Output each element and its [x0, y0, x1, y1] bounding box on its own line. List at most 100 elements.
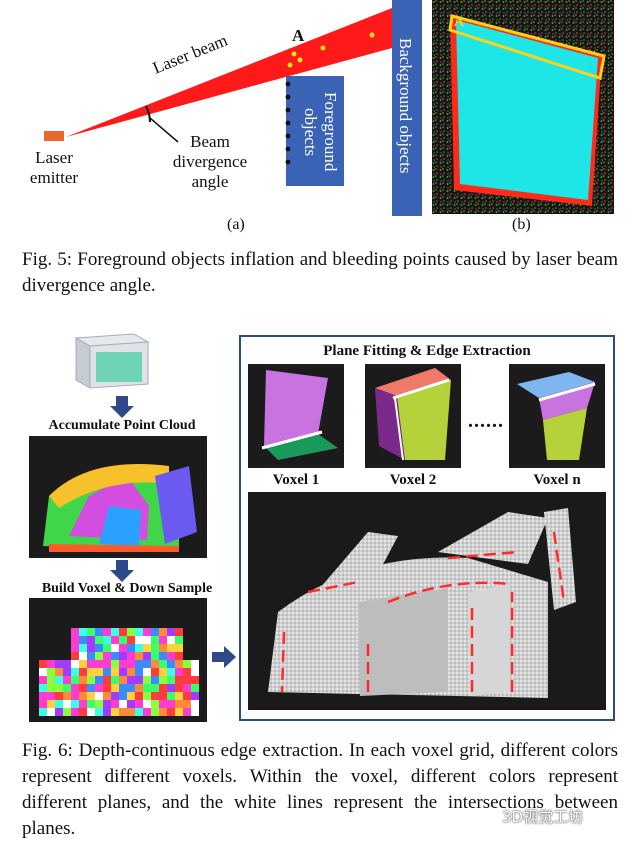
- voxel-cell: [183, 676, 191, 684]
- voxel-cell: [55, 692, 63, 700]
- yellow-point: [287, 62, 293, 68]
- voxel-cell: [63, 668, 71, 676]
- voxel-cell: [143, 676, 151, 684]
- voxel-1-label: Voxel 1: [272, 472, 320, 488]
- voxel-cell: [111, 636, 119, 644]
- voxel-cell: [111, 676, 119, 684]
- divergence-arc: [145, 105, 151, 123]
- voxel-cell: [103, 692, 111, 700]
- voxel-cell: [167, 708, 175, 716]
- voxel-cell: [95, 708, 103, 716]
- watermark: 3D视觉工坊: [502, 808, 584, 826]
- voxel-cell: [103, 684, 111, 692]
- voxel-cell: [175, 628, 183, 636]
- voxel-cell: [183, 660, 191, 668]
- voxel-cell: [127, 700, 135, 708]
- down-arrow-icon: [110, 396, 134, 418]
- voxel-cell: [95, 700, 103, 708]
- voxel-cell: [175, 636, 183, 644]
- voxel-2-label: Voxel 2: [389, 472, 437, 488]
- point-cloud-photo-b: A: [432, 0, 614, 214]
- voxel-cell: [87, 668, 95, 676]
- voxel-cell: [159, 652, 167, 660]
- accumulated-cloud-photo: [29, 436, 207, 558]
- voxel-cell: [47, 684, 55, 692]
- voxel-cell: [103, 668, 111, 676]
- point-cloud-render-b: A: [432, 0, 614, 214]
- voxel-cell: [191, 676, 199, 684]
- voxel-cell: [175, 676, 183, 684]
- voxel-cell: [119, 644, 127, 652]
- laser-beam-cone: [66, 8, 392, 137]
- foreground-objects-label: Foreground objects: [301, 92, 340, 172]
- voxel-cell: [63, 708, 71, 716]
- voxel-cell: [159, 684, 167, 692]
- voxel-cell: [111, 668, 119, 676]
- voxel-cell: [47, 660, 55, 668]
- photo-a-marker: A: [454, 15, 465, 30]
- yellow-point: [320, 45, 326, 51]
- right-arrow-icon: [212, 646, 236, 668]
- voxel-cell: [175, 668, 183, 676]
- edge-extraction-photo: [248, 492, 606, 710]
- voxel-cell: [143, 628, 151, 636]
- voxel-cell: [71, 708, 79, 716]
- voxel-cell: [47, 708, 55, 716]
- voxel-cell: [103, 708, 111, 716]
- voxel-cell: [127, 676, 135, 684]
- voxel-cell: [151, 628, 159, 636]
- voxel-cell: [167, 652, 175, 660]
- voxel-cell: [167, 628, 175, 636]
- voxel-cell: [39, 700, 47, 708]
- voxel-cell: [159, 700, 167, 708]
- voxel-cell: [167, 700, 175, 708]
- voxel-cell: [79, 684, 87, 692]
- voxel-cell: [71, 636, 79, 644]
- voxel-1-photo: [248, 364, 344, 468]
- voxel-cell: [87, 700, 95, 708]
- voxel-cell: [103, 644, 111, 652]
- voxel-cell: [127, 644, 135, 652]
- voxel-cell: [79, 708, 87, 716]
- voxel-cell: [95, 644, 103, 652]
- voxel-cell: [39, 660, 47, 668]
- voxel-cell: [143, 636, 151, 644]
- voxel-cell: [39, 676, 47, 684]
- voxel-cell: [119, 700, 127, 708]
- background-objects-label: Background objects: [396, 38, 415, 174]
- voxel-cell: [151, 644, 159, 652]
- voxel-cell: [159, 628, 167, 636]
- voxel-cell: [135, 700, 143, 708]
- voxel-cell: [95, 692, 103, 700]
- voxel-cell: [111, 652, 119, 660]
- voxel-cell: [183, 684, 191, 692]
- voxel-cell: [87, 628, 95, 636]
- voxel-cell: [143, 684, 151, 692]
- voxel-cell: [111, 660, 119, 668]
- accumulate-point-cloud-label: Accumulate Point Cloud: [48, 418, 196, 433]
- voxel-cell: [143, 644, 151, 652]
- voxel-cell: [143, 700, 151, 708]
- voxel-cell: [159, 708, 167, 716]
- voxel-cell: [87, 692, 95, 700]
- voxel-cell: [135, 708, 143, 716]
- laser-emitter-block: [44, 131, 64, 141]
- voxel-cell: [87, 684, 95, 692]
- voxel-cell: [103, 676, 111, 684]
- laser-diagram: [44, 0, 422, 216]
- voxel-n-photo: [509, 364, 605, 468]
- voxel-cell: [151, 684, 159, 692]
- voxel-cell: [79, 692, 87, 700]
- voxel-cell: [79, 644, 87, 652]
- voxel-cell: [151, 708, 159, 716]
- voxel-cell: [55, 700, 63, 708]
- voxel-cell: [71, 652, 79, 660]
- voxel-cell: [175, 692, 183, 700]
- voxel-cell: [135, 628, 143, 636]
- voxel-cell: [167, 668, 175, 676]
- voxel-cell: [79, 628, 87, 636]
- voxel-cell: [151, 668, 159, 676]
- voxel-cell: [159, 636, 167, 644]
- voxel-cell: [119, 636, 127, 644]
- voxel-cell: [39, 684, 47, 692]
